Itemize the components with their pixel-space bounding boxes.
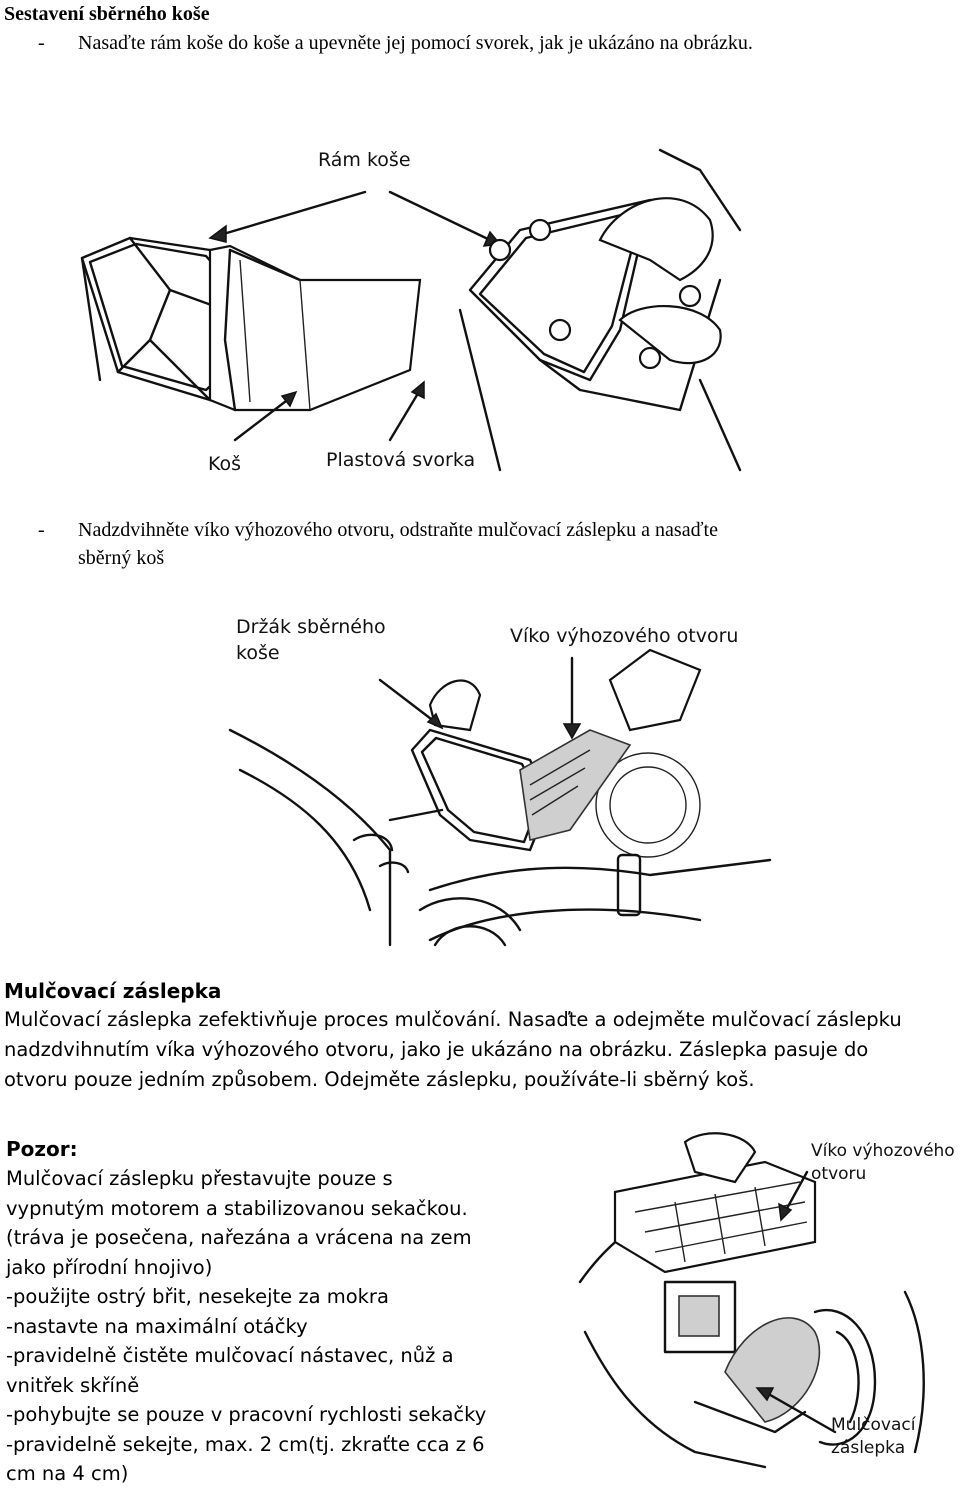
label-mulching-plug-line2: záslepka <box>831 1438 906 1458</box>
label-plastic-clip: Plastová svorka <box>326 449 476 471</box>
label-basket-holder-line1: Držák sběrného <box>236 616 386 638</box>
label-basket-holder: Držák sběrného koše <box>236 614 386 666</box>
section-title-caution: Pozor: <box>6 1137 78 1161</box>
mulching-plug-drawing <box>578 1132 925 1469</box>
paragraph-line: Mulčovací záslepka zefektivňuje proces m… <box>4 1008 902 1031</box>
figure-lid-and-basket-holder: Držák sběrného koše Víko výhozového otvo… <box>228 610 772 947</box>
caution-line: -pravidelně čistěte mulčovací nástavec, … <box>6 1344 454 1367</box>
caution-line: vypnutým motorem a stabilizovanou sekačk… <box>6 1196 468 1220</box>
caution-line: -pravidelně sekejte, max. 2 cm(tj. zkrať… <box>6 1432 485 1456</box>
instruction-text: Nasaďte rám koše do koše a upevněte jej … <box>78 32 753 54</box>
bullet-dash: - <box>38 519 45 541</box>
label-basket-frame: Rám koše <box>318 149 411 171</box>
caution-line: cm na 4 cm) <box>6 1462 129 1485</box>
caution-line: -nastavte na maximální otáčky <box>6 1314 308 1338</box>
section-title-mulching-plug: Mulčovací záslepka <box>4 979 222 1003</box>
instruction-text-line1: Nadzdvihněte víko výhozového otvoru, ods… <box>78 519 718 541</box>
label-discharge-lid-line1: Víko výhozového <box>811 1141 955 1161</box>
label-discharge-lid-line2: otvoru <box>811 1164 867 1184</box>
instruction-text-line2: sběrný koš <box>78 547 165 569</box>
mulching-plug-description: Mulčovací záslepka zefektivňuje proces m… <box>4 1005 954 1095</box>
label-discharge-lid: Víko výhozového otvoru <box>510 625 739 647</box>
paragraph-line: otvoru pouze jedním způsobem. Odejměte z… <box>4 1068 755 1091</box>
figure-mulching-plug: Víko výhozového otvoru Mulčovací záslepk… <box>575 1132 960 1482</box>
caution-line: (tráva je posečena, nařezána a vrácena n… <box>6 1226 472 1249</box>
lid-holder-drawing <box>228 648 772 947</box>
figure-basket-frame-assembly: Rám koše Koš Plastová svorka <box>60 140 760 480</box>
caution-line: Mulčovací záslepku přestavujte pouze s <box>6 1167 393 1190</box>
label-basket-holder-line2: koše <box>236 642 280 664</box>
instruction-bullet-frame: - Nasaďte rám koše do koše a upevněte je… <box>38 30 938 56</box>
label-mulching-plug-line1: Mulčovací <box>831 1415 916 1435</box>
instruction-bullet-lid: - Nadzdvihněte víko výhozového otvoru, o… <box>38 516 938 572</box>
label-basket: Koš <box>208 453 242 475</box>
bullet-dash: - <box>38 32 45 54</box>
label-discharge-lid: Víko výhozového otvoru <box>811 1140 955 1186</box>
caution-line: jako přírodní hnojivo) <box>6 1255 213 1279</box>
label-mulching-plug: Mulčovací záslepka <box>831 1414 915 1460</box>
caution-line: vnitřek skříně <box>6 1373 140 1397</box>
basket-frame-drawing <box>80 148 742 472</box>
section-title-basket-assembly: Sestavení sběrného koše <box>4 3 210 25</box>
caution-line: -pohybujte se pouze v pracovní rychlosti… <box>6 1403 487 1426</box>
paragraph-line: nadzdvihnutím víka výhozového otvoru, ja… <box>4 1038 869 1061</box>
caution-line: -použijte ostrý břit, nesekejte za mokra <box>6 1285 389 1308</box>
caution-text: Mulčovací záslepku přestavujte pouze s v… <box>6 1164 566 1489</box>
